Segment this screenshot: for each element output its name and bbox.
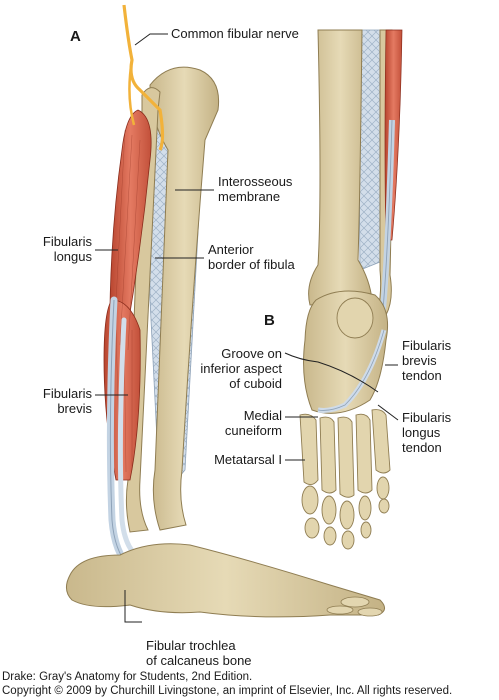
label-brevis-line-2: brevis (57, 401, 92, 416)
panel-label-b: B (264, 312, 275, 329)
label-common-fibular-nerve: Common fibular nerve (171, 26, 299, 41)
label-groove-cuboid: Groove on inferior aspect of cuboid (198, 346, 282, 391)
credit-line-2: Copyright © 2009 by Churchill Livingston… (2, 685, 453, 697)
label-longus-tendon-line-2: longus (402, 425, 441, 440)
label-brevis-tendon-line-1: Fibularis (402, 338, 452, 353)
credit-line-1: Drake: Gray's Anatomy for Students, 2nd … (2, 671, 253, 683)
label-trochlea-line-1: Fibular trochlea (146, 638, 236, 653)
label-longus-tendon-line-3: tendon (402, 440, 442, 455)
label-interosseous-line-1: Interosseous (218, 174, 293, 189)
label-brevis-tendon-line-3: tendon (402, 368, 442, 383)
label-fibularis-longus: Fibularis longus (28, 234, 92, 264)
panel-a-drawing (66, 4, 385, 618)
label-groove-line-3: of cuboid (229, 376, 282, 391)
label-fibular-trochlea: Fibular trochlea of calcaneus bone (146, 638, 252, 668)
label-fibularis-brevis: Fibularis brevis (28, 386, 92, 416)
tibia-a (149, 66, 220, 531)
label-longus-line-1: Fibularis (42, 234, 92, 249)
label-cuneiform-line-1: Medial (243, 408, 282, 423)
label-anterior-line-2: border of fibula (208, 257, 295, 272)
label-fibularis-brevis-tendon: Fibularis brevis tendon (402, 338, 451, 383)
label-trochlea-line-2: of calcaneus bone (146, 653, 252, 668)
label-anterior-line-1: Anterior (208, 242, 254, 257)
label-cuneiform-line-2: cuneiform (224, 423, 282, 438)
label-medial-cuneiform: Medial cuneiform (214, 408, 282, 438)
panel-label-a: A (70, 28, 81, 45)
label-interosseous-line-2: membrane (218, 189, 281, 204)
label-interosseous-membrane: Interosseous membrane (218, 174, 292, 204)
panel-b-drawing (299, 29, 403, 550)
label-metatarsal-i: Metatarsal I (214, 452, 282, 467)
leader-lines (95, 33, 399, 623)
label-anterior-border-fibula: Anterior border of fibula (208, 242, 295, 272)
common-fibular-nerve (122, 4, 165, 151)
label-groove-line-1: Groove on (221, 346, 282, 361)
label-longus-line-2: longus (53, 249, 92, 264)
label-brevis-tendon-line-2: brevis (402, 353, 437, 368)
label-longus-tendon-line-1: Fibularis (402, 410, 452, 425)
label-brevis-line-1: Fibularis (42, 386, 92, 401)
label-groove-line-2: inferior aspect (200, 361, 282, 376)
label-fibularis-longus-tendon: Fibularis longus tendon (402, 410, 451, 455)
